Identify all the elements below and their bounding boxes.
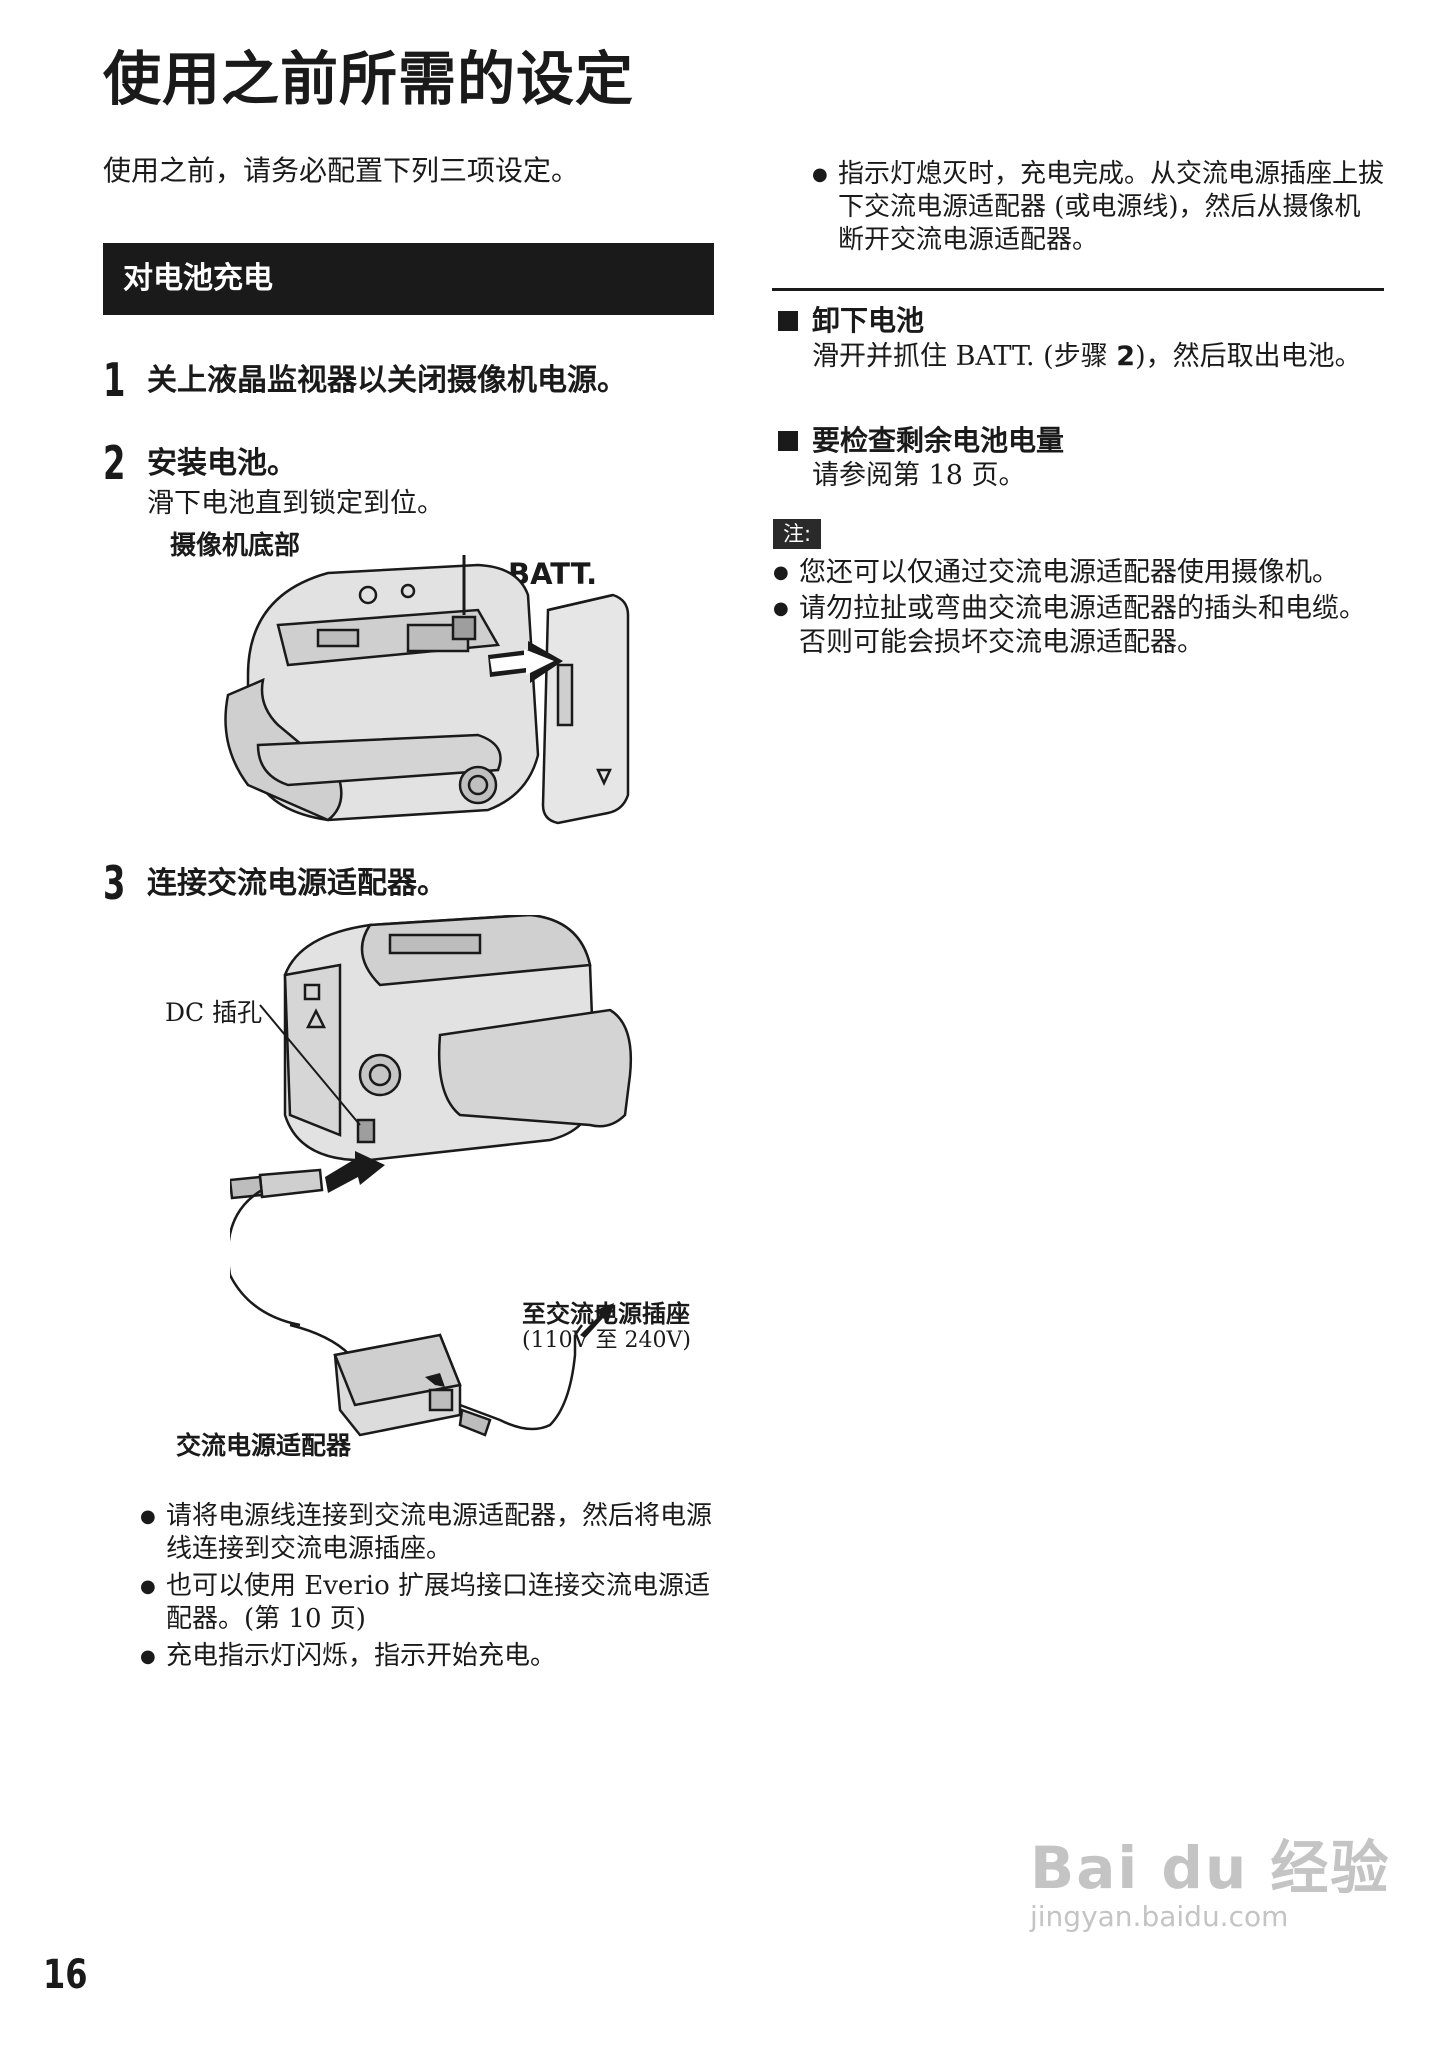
square-bullet-icon	[778, 311, 798, 331]
divider-rule	[772, 288, 1384, 291]
page-number: 16	[43, 1952, 88, 1998]
step-1-title: 关上液晶监视器以关闭摄像机电源。	[147, 363, 627, 398]
camera-bottom-caption: 摄像机底部	[170, 531, 301, 561]
note-tag: 注:	[773, 519, 821, 549]
page-title: 使用之前所需的设定	[103, 45, 635, 113]
baidu-watermark: Bai du 经验 jingyan.baidu.com	[1030, 1836, 1390, 1934]
step-1-number: 1	[103, 353, 126, 407]
watermark-main: Bai du 经验	[1030, 1834, 1391, 1902]
list-item: 您还可以仅通过交流电源适配器使用摄像机。	[773, 556, 1373, 590]
step-2-title: 安装电池。	[147, 446, 297, 481]
check-battery-text: 请参阅第 18 页。	[812, 460, 1026, 491]
step-3-number: 3	[103, 856, 126, 910]
list-item: 指示灯熄灭时，充电完成。从交流电源插座上拔下交流电源适配器 (或电源线)，然后从…	[812, 158, 1384, 257]
intro-text: 使用之前，请务必配置下列三项设定。	[103, 154, 580, 187]
list-item: 请将电源线连接到交流电源适配器，然后将电源线连接到交流电源插座。	[140, 1500, 718, 1566]
section-header: 对电池充电	[103, 243, 714, 315]
camera-battery-illustration	[224, 555, 630, 825]
list-item: 请勿拉扯或弯曲交流电源适配器的插头和电缆。否则可能会损坏交流电源适配器。	[773, 592, 1373, 660]
dc-jack-label: DC 插孔	[165, 998, 263, 1027]
section-header-label: 对电池充电	[123, 261, 273, 296]
list-item: 充电指示灯闪烁，指示开始充电。	[140, 1640, 718, 1673]
note-list: 您还可以仅通过交流电源适配器使用摄像机。 请勿拉扯或弯曲交流电源适配器的插头和电…	[773, 556, 1373, 660]
left-bullet-list: 请将电源线连接到交流电源适配器，然后将电源线连接到交流电源插座。 也可以使用 E…	[140, 1500, 718, 1673]
list-item: 也可以使用 Everio 扩展坞接口连接交流电源适配器。(第 10 页)	[140, 1570, 718, 1636]
remove-battery-text: 滑开并抓住 BATT. (步骤 2)，然后取出电池。	[812, 341, 1362, 372]
ac-adapter-label: 交流电源适配器	[176, 1431, 352, 1460]
step-2-detail: 滑下电池直到锁定到位。	[147, 488, 444, 519]
remove-battery-heading: 卸下电池	[778, 304, 924, 338]
watermark-sub: jingyan.baidu.com	[1030, 1900, 1289, 1933]
check-battery-heading: 要检查剩余电池电量	[778, 424, 1064, 458]
ac-adapter-illustration	[230, 915, 632, 1437]
voltage-label: (110V 至 240V)	[522, 1328, 691, 1353]
step-3-title: 连接交流电源适配器。	[147, 866, 447, 901]
square-bullet-icon	[778, 431, 798, 451]
right-top-bullet-wrap: 指示灯熄灭时，充电完成。从交流电源插座上拔下交流电源适配器 (或电源线)，然后从…	[812, 158, 1384, 257]
step-2-number: 2	[103, 436, 126, 490]
